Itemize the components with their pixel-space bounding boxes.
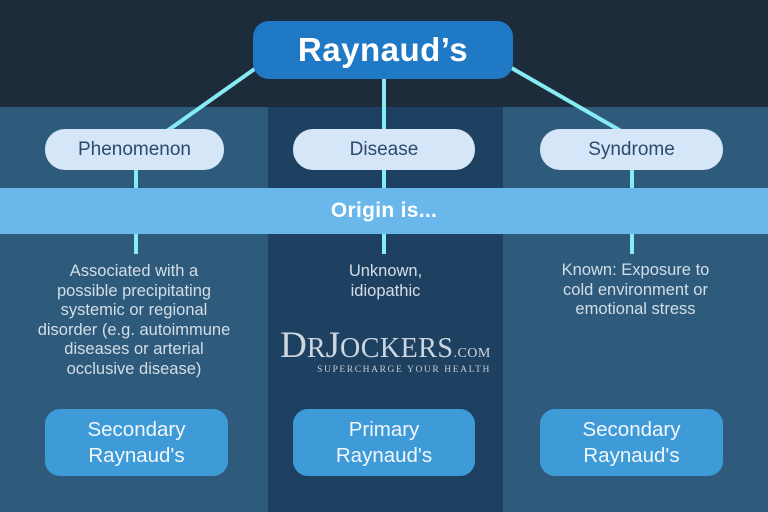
origin-description-disease: Unknown, idiopathic (348, 262, 423, 300)
branch-label: Syndrome (588, 138, 675, 160)
origin-band-label: Origin is... (330, 199, 438, 222)
connector-title-to-syndrome (502, 61, 622, 133)
title-box: Raynaud’s (253, 21, 513, 79)
result-box-primary-raynauds: Primary Raynaud's (293, 409, 475, 476)
origin-description-phenomenon: Associated with a possible precipitating… (37, 262, 231, 378)
logo-letter-d: D (280, 325, 307, 366)
connector-title-to-phenomenon (165, 61, 265, 133)
branch-pill-phenomenon: Phenomenon (45, 129, 224, 170)
branch-label: Disease (349, 138, 419, 160)
branch-label: Phenomenon (77, 138, 192, 160)
branch-pill-disease: Disease (293, 129, 475, 170)
logo-com-suffix: .COM (453, 346, 491, 361)
origin-description-syndrome: Known: Exposure to cold environment or e… (561, 261, 710, 318)
logo-letter-j: J (325, 325, 340, 366)
logo-tagline: SUPERCHARGE YOUR HEALTH (317, 365, 491, 375)
origin-band: Origin is... (0, 188, 768, 234)
branch-pill-syndrome: Syndrome (540, 129, 723, 170)
result-box-secondary-raynauds-right: Secondary Raynaud's (540, 409, 723, 476)
logo-letter-r: R (306, 333, 326, 364)
page-title: Raynaud’s (297, 31, 469, 68)
logo-letters-ockers: OCKERS (339, 333, 454, 364)
result-box-secondary-raynauds-left: Secondary Raynaud's (45, 409, 228, 476)
